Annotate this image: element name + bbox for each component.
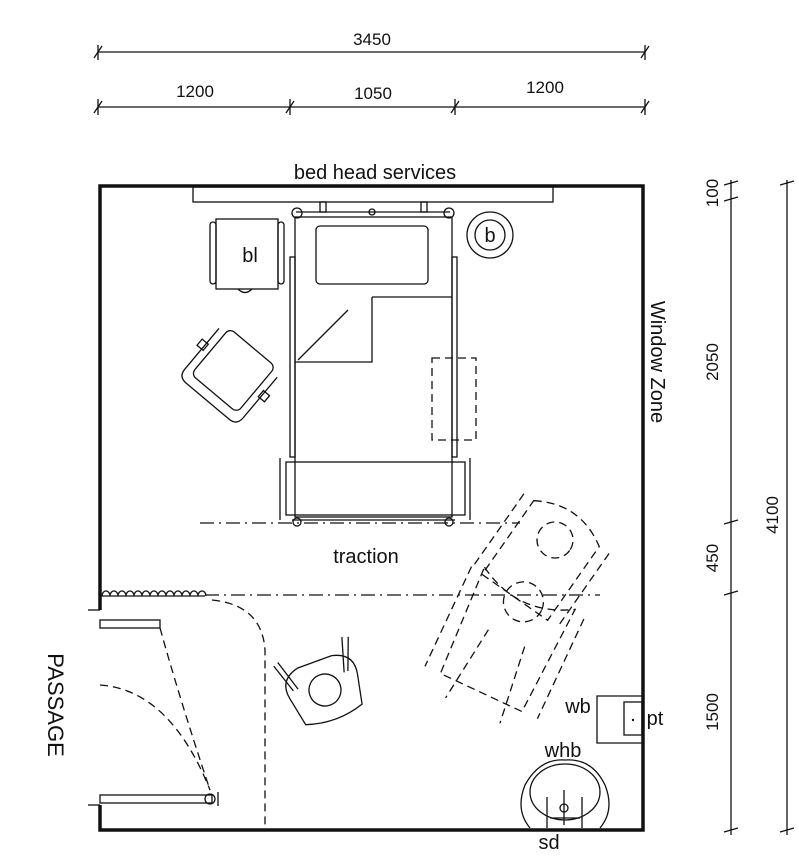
dimension-1500: 1500 <box>703 693 722 731</box>
right-dimension-segments: 100 2050 450 1500 <box>703 179 739 835</box>
right-dimension-overall: 4100 <box>763 180 795 835</box>
dimension-1200-left: 1200 <box>176 82 214 101</box>
dimension-1200-right: 1200 <box>526 78 564 97</box>
dimension-1050: 1050 <box>354 84 392 103</box>
bin-label: b <box>484 225 495 247</box>
bed <box>279 201 477 527</box>
traction-label: traction <box>333 546 399 568</box>
door <box>99 619 219 806</box>
wheelchair-user-icon <box>471 493 610 628</box>
room-walls <box>98 184 645 832</box>
bin: b <box>466 211 514 259</box>
soap-dispenser-label: sd <box>538 832 559 854</box>
waste-bin: wb <box>564 695 643 744</box>
wheelchair-user-icon-2 <box>424 565 585 724</box>
dimension-2050: 2050 <box>703 343 722 381</box>
bedside-locker-label: bl <box>242 245 258 267</box>
passage-label: PASSAGE <box>43 653 68 757</box>
top-dimension-overall: 3450 <box>93 30 650 60</box>
paper-towel-label: pt <box>647 708 664 730</box>
dimension-100: 100 <box>703 179 722 207</box>
clearance-line <box>211 599 266 830</box>
bed-head-services-panel <box>192 186 554 203</box>
window-zone-label: Window Zone <box>646 301 668 423</box>
curtain <box>100 590 207 597</box>
top-dimension-segments: 1200 1050 1200 <box>93 78 650 115</box>
dimension-450: 450 <box>703 544 722 572</box>
hand-basin-label: whb <box>544 740 582 762</box>
dimension-3450: 3450 <box>353 30 391 49</box>
bed-head-services-label: bed head services <box>294 162 456 184</box>
waste-bin-label: wb <box>564 696 591 718</box>
dimension-4100: 4100 <box>763 496 782 534</box>
bedside-locker: bl <box>209 218 285 294</box>
person-standing-icon <box>273 636 363 726</box>
armchair <box>181 328 278 423</box>
hand-basin: whb <box>520 740 610 829</box>
